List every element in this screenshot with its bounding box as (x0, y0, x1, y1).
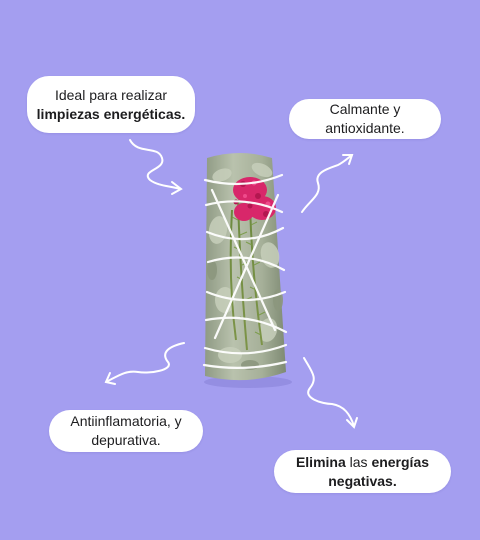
arrow-bottom-right (303, 357, 358, 429)
callout-top-right: Calmante y antioxidante. (289, 99, 441, 139)
callout-bottom-right: Elimina las energías negativas. (274, 450, 451, 493)
callout-top-right-line1: Calmante y (329, 101, 401, 117)
callout-bottom-left: Antiinflamatoria, y depurativa. (49, 410, 203, 452)
callout-bottom-left-line1: Antiinflamatoria, y (70, 413, 182, 429)
callout-top-left: Ideal para realizar limpiezas energética… (27, 76, 195, 133)
callout-bottom-right-bold1: Elimina (295, 453, 346, 470)
callout-bottom-right-line1: Elimina las energías (296, 453, 429, 472)
arrow-top-left (129, 139, 183, 195)
callout-bottom-left-line2: depurativa. (91, 432, 161, 448)
arrow-top-right (301, 154, 354, 213)
arrow-bottom-left (104, 342, 185, 385)
callout-top-right-line2: antioxidante. (325, 120, 405, 136)
callout-top-left-line1: Ideal para realizar (54, 86, 168, 103)
callout-top-left-line2: limpiezas energéticas. (36, 105, 186, 122)
callout-bottom-right-text1: las (345, 453, 372, 470)
callout-bottom-right-line2: negativas. (328, 472, 397, 489)
callout-bottom-right-bold2: energías (371, 453, 430, 470)
